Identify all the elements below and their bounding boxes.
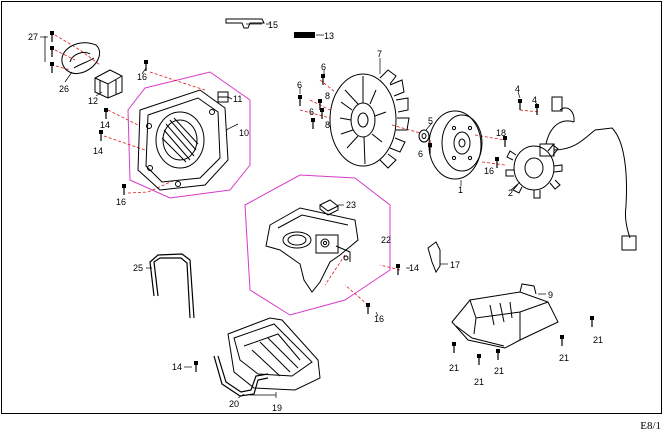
callout-21: 21	[593, 335, 603, 345]
callout-25: 25	[133, 263, 143, 273]
bracket-group-outline	[244, 174, 391, 316]
nut-5	[418, 129, 430, 143]
assembly-guide-lines	[54, 34, 541, 306]
screw-14-a	[103, 107, 109, 120]
clip-11	[217, 91, 229, 103]
label-13	[294, 32, 315, 38]
stator-2	[505, 96, 637, 251]
callout-9: 9	[548, 290, 553, 300]
screw-16-c	[494, 156, 500, 169]
callout-6: 6	[309, 107, 314, 117]
callout-6: 6	[297, 80, 302, 90]
callout-18: 18	[496, 128, 506, 138]
screw-21-a	[589, 315, 595, 328]
callout-labels: 27 26 12 16 14 14 16 11 10 15 13 6 6 8 6…	[28, 20, 603, 413]
diagram-border	[1, 1, 662, 414]
callout-14: 14	[172, 362, 182, 372]
callout-13: 13	[324, 31, 334, 41]
callout-15: 15	[268, 20, 278, 30]
callout-22: 22	[381, 235, 391, 245]
screw-16-top	[143, 59, 149, 72]
callout-4: 4	[515, 84, 520, 94]
callout-19: 19	[272, 403, 282, 413]
screw-8-b	[319, 107, 325, 120]
callout-23: 23	[346, 200, 356, 210]
callout-8: 8	[325, 120, 330, 130]
leader-lines	[40, 23, 546, 399]
screw-21-e	[451, 341, 457, 354]
callout-16: 16	[374, 314, 384, 324]
callout-21: 21	[494, 366, 504, 376]
callout-1: 1	[458, 185, 463, 195]
callout-16: 16	[116, 197, 126, 207]
screw-16-d	[365, 302, 371, 315]
callout-21: 21	[474, 377, 484, 387]
fan-cover-10	[137, 89, 229, 191]
callout-17: 17	[450, 260, 460, 270]
callout-4: 4	[532, 95, 537, 105]
lower-shroud-19	[227, 317, 321, 391]
bracket-22	[265, 207, 359, 293]
callout-14: 14	[409, 263, 419, 273]
callout-10: 10	[239, 128, 249, 138]
callout-2: 2	[508, 188, 513, 198]
screw-set-27	[44, 30, 55, 74]
cover-cap-26	[61, 42, 100, 75]
callout-5: 5	[428, 116, 433, 126]
callout-21: 21	[559, 353, 569, 363]
screw-6-c	[310, 117, 316, 130]
screw-21-d	[476, 353, 482, 366]
screw-6-a	[297, 94, 303, 107]
screw-4-a	[517, 98, 523, 111]
callout-8: 8	[325, 91, 330, 101]
callout-12: 12	[88, 96, 98, 106]
callout-27: 27	[28, 32, 38, 42]
callout-6: 6	[321, 62, 326, 72]
callout-11: 11	[233, 94, 242, 104]
screw-14-d	[193, 360, 199, 373]
nozzle-12	[94, 69, 123, 99]
screw-21-c	[495, 348, 501, 361]
flywheel-1	[428, 110, 483, 180]
callout-7: 7	[377, 49, 382, 59]
callout-16: 16	[484, 166, 494, 176]
bent-rod-25	[149, 253, 195, 319]
callout-26: 26	[59, 84, 69, 94]
screw-16-bottom	[121, 183, 127, 196]
callout-20: 20	[229, 399, 239, 409]
screw-4-b	[534, 103, 540, 116]
block-23	[319, 199, 339, 216]
air-duct-9	[451, 283, 559, 349]
callout-14: 14	[100, 120, 110, 130]
fan-cover-group-outline	[127, 71, 251, 199]
spring-clip-17	[427, 241, 441, 274]
screw-21-b	[559, 334, 565, 347]
callout-21: 21	[449, 363, 459, 373]
page-code: E8/1	[640, 420, 661, 432]
screw-14-b	[98, 129, 104, 142]
callout-6: 6	[418, 149, 423, 159]
callout-16: 16	[137, 72, 147, 82]
cooling-fan-7	[329, 69, 410, 169]
bracket-15	[225, 18, 265, 29]
callout-14: 14	[93, 146, 103, 156]
rod-20	[213, 355, 269, 397]
